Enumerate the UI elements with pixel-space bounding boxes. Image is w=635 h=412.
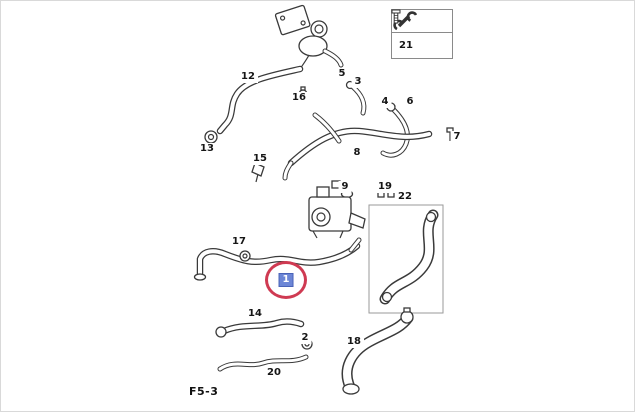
hose-18[interactable] <box>341 307 414 395</box>
callout-8[interactable]: 8 <box>350 147 364 159</box>
water-pump-assembly[interactable] <box>308 180 366 239</box>
callout-15[interactable]: 15 <box>250 153 270 165</box>
hose-14[interactable] <box>215 318 305 338</box>
callout-13[interactable]: 13 <box>197 143 217 155</box>
bolt-icon <box>391 9 401 24</box>
callout-6[interactable]: 6 <box>403 96 417 108</box>
hose-8[interactable] <box>282 112 433 181</box>
legend-part-number: 21 <box>399 40 413 51</box>
callout-1[interactable]: 1 <box>279 274 293 286</box>
callout-3[interactable]: 3 <box>351 76 365 88</box>
seal-ring-13[interactable] <box>204 130 218 144</box>
callout-4[interactable]: 4 <box>378 96 392 108</box>
callout-12[interactable]: 12 <box>238 71 258 83</box>
callout-19[interactable]: 19 <box>375 181 395 193</box>
hose-22[interactable] <box>379 209 439 305</box>
callout-22[interactable]: 22 <box>395 191 415 203</box>
hose-12[interactable] <box>216 65 304 135</box>
callout-7[interactable]: 7 <box>450 131 464 143</box>
callout-17[interactable]: 17 <box>229 236 249 248</box>
callout-9[interactable]: 9 <box>338 181 352 193</box>
callout-2[interactable]: 2 <box>298 332 312 344</box>
legend-tool-cell <box>391 9 453 33</box>
thermostat-housing-assembly[interactable] <box>274 4 344 70</box>
callout-14[interactable]: 14 <box>245 308 265 320</box>
callout-5[interactable]: 5 <box>335 68 349 80</box>
callout-18[interactable]: 18 <box>344 336 364 348</box>
clamp-17[interactable] <box>239 250 251 262</box>
bracket-15[interactable] <box>251 162 265 183</box>
bolt-7[interactable] <box>446 127 454 141</box>
legend-fastener-cell: 21 <box>391 9 453 59</box>
figure-code: F5-3 <box>189 385 219 398</box>
hose-1[interactable] <box>193 237 362 281</box>
hose-20[interactable] <box>217 354 309 372</box>
legend-box: 21 <box>391 9 453 59</box>
callout-20[interactable]: 20 <box>264 367 284 379</box>
callout-16[interactable]: 16 <box>289 92 309 104</box>
